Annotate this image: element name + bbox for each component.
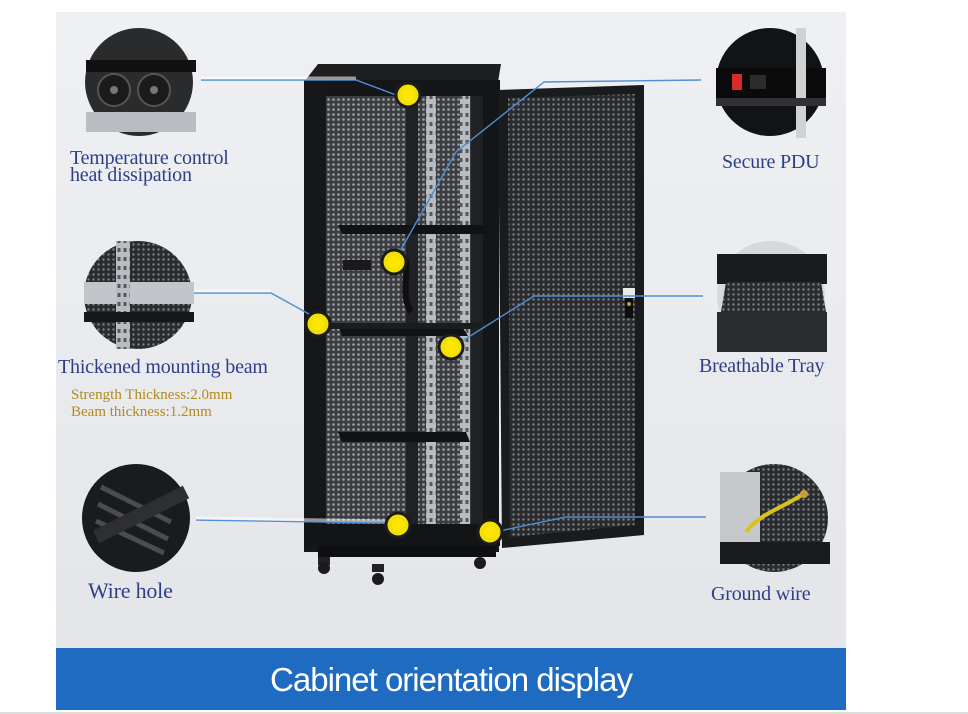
fan-icon	[85, 28, 196, 136]
mounting-beam-icon	[84, 241, 194, 349]
product-image: Temperature control heat dissipation Thi…	[56, 12, 846, 648]
breathable-tray-label: Breathable Tray	[699, 355, 825, 377]
banner-title: Cabinet orientation display	[270, 661, 633, 698]
title-banner: Cabinet orientation display	[56, 648, 846, 710]
temperature-label-line2: heat dissipation	[70, 164, 192, 186]
ground-wire-label: Ground wire	[711, 583, 811, 605]
feature-markers	[304, 81, 504, 546]
wire-hole-label: Wire hole	[88, 578, 173, 603]
pdu-icon	[716, 28, 826, 138]
temperature-label-line1: Temperature control	[70, 147, 229, 169]
cabinet-illustration	[82, 28, 830, 585]
callout-lines	[186, 79, 706, 534]
ground-wire-icon	[720, 464, 830, 572]
beam-thickness-spec: Beam thickness:1.2mm	[71, 404, 212, 420]
wire-hole-icon	[82, 464, 190, 572]
cabinet-door	[498, 85, 644, 548]
strength-thickness-spec: Strength Thickness:2.0mm	[71, 387, 233, 403]
secure-pdu-label: Secure PDU	[722, 151, 820, 173]
cabinet	[304, 64, 501, 585]
mounting-beam-label: Thickened mounting beam	[58, 356, 268, 378]
tray-icon	[717, 241, 827, 352]
divider	[0, 712, 968, 714]
